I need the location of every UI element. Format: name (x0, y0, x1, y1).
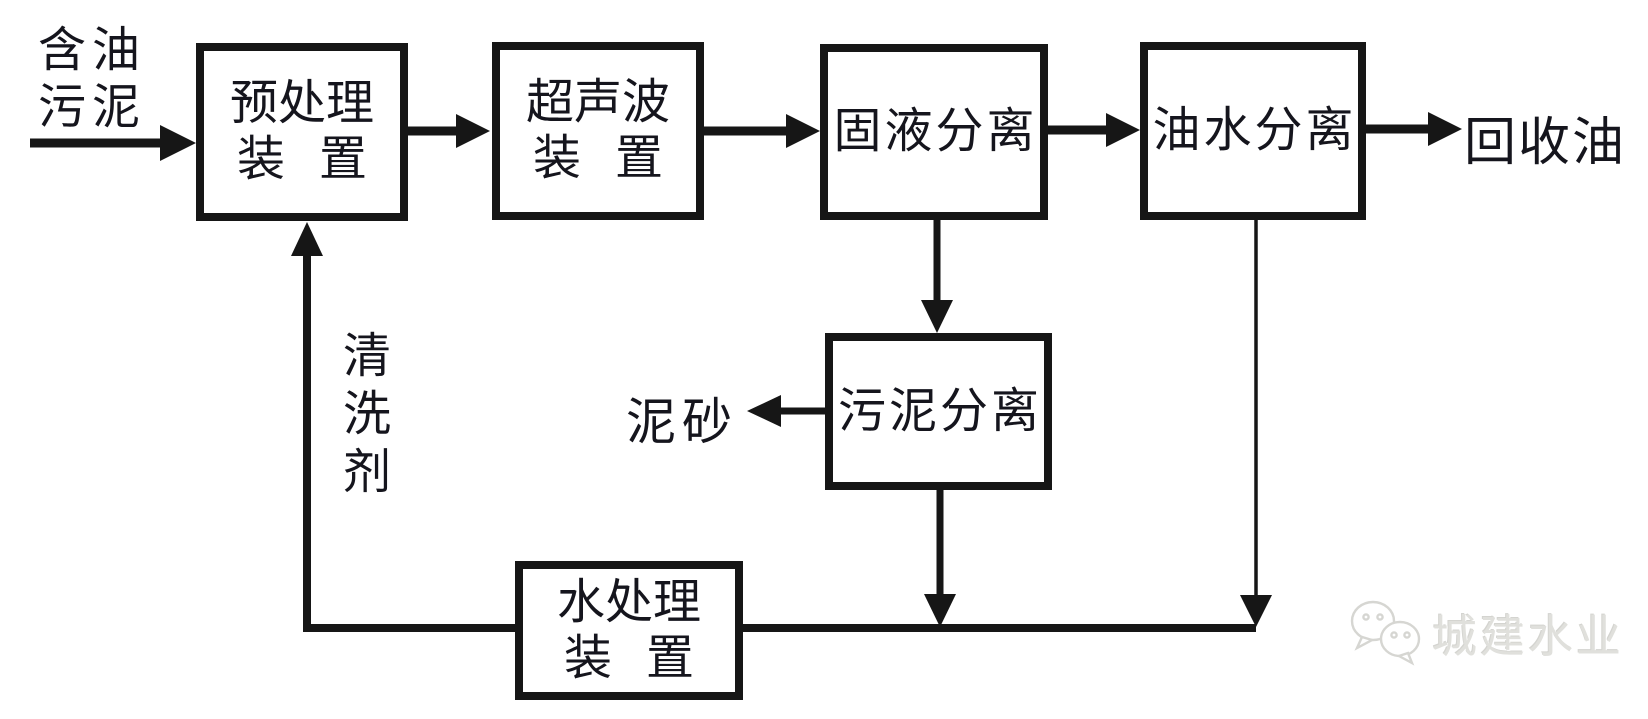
node-label-line: 装置 (237, 133, 402, 186)
label-recovered-oil: 回收油 (1464, 115, 1627, 172)
node-label-line: 水处理 (556, 575, 701, 629)
label-line: 含油 (38, 24, 147, 77)
label-cleaning-agent: 清洗剂 (335, 330, 388, 504)
watermark: 城建水业 (1348, 598, 1624, 666)
arrow-pretreatment-to-ultrasonic (408, 114, 490, 148)
label-input-oily-sludge: 含油 污泥 (38, 22, 146, 136)
arrow-ultrasonic-to-solid-liquid (704, 114, 820, 148)
arrow-input-to-pretreatment (30, 125, 196, 161)
node-ultrasonic: 超声波 装置 (492, 42, 704, 220)
node-solid-liquid-separation: 固液分离 (820, 44, 1048, 220)
node-label-line: 污泥分离 (837, 384, 1042, 438)
node-label-line: 装置 (563, 631, 728, 685)
node-label-line: 预处理 (229, 77, 374, 130)
node-label-line: 油水分离 (1152, 104, 1357, 157)
node-label-line: 固液分离 (833, 105, 1038, 158)
arrow-solid-liquid-to-sludge-separation (921, 220, 953, 333)
node-label-line: 装置 (533, 132, 698, 185)
wechat-logo-icon (1350, 600, 1421, 666)
node-water-treatment: 水处理 装置 (515, 561, 743, 700)
arrow-oil-water-to-recovered-oil (1366, 112, 1462, 146)
watermark-text: 城建水业 (1432, 610, 1625, 662)
arrow-sludge-separation-to-water-line (924, 490, 956, 627)
label-sand: 泥砂 (626, 394, 738, 450)
node-oil-water-separation: 油水分离 (1140, 42, 1366, 220)
node-pretreatment: 预处理 装置 (196, 43, 408, 221)
arrow-oil-water-to-water-line (1240, 220, 1272, 627)
arrow-sludge-separation-to-sand (747, 395, 825, 427)
arrow-recycle-cleaning-agent (291, 222, 1256, 632)
arrow-solid-liquid-to-oil-water (1048, 113, 1140, 147)
label-line: 污泥 (38, 81, 147, 134)
node-sludge-separation: 污泥分离 (825, 333, 1052, 490)
node-label-line: 超声波 (525, 76, 670, 129)
